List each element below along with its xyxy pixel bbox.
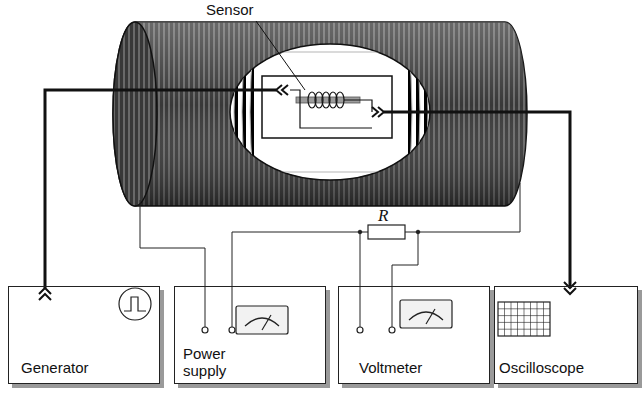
instrument-box: Power supply	[174, 286, 326, 384]
sensor-probe	[344, 100, 372, 112]
solenoid-coil	[113, 22, 527, 206]
instrument-icons	[202, 327, 208, 333]
instrument-icons	[426, 309, 435, 324]
instrument-icons	[124, 297, 146, 311]
instrument-icons	[409, 312, 443, 320]
power-wires	[405, 183, 520, 232]
instrument-icons	[498, 302, 550, 336]
signal-cables	[45, 90, 276, 288]
callout-label: Sensor	[206, 2, 254, 17]
resistor-symbol	[368, 225, 405, 239]
instrument-icons	[229, 327, 235, 333]
box-shadows	[8, 286, 160, 384]
resistor-label: R	[378, 207, 388, 224]
instrument-box: Voltmeter	[338, 286, 490, 384]
instrument-icons	[498, 302, 550, 336]
instrument-icons	[119, 288, 550, 336]
resistor-symbol	[368, 225, 405, 239]
power-wires	[360, 232, 361, 327]
signal-cables	[384, 112, 570, 288]
power-wires	[140, 183, 520, 327]
solenoid-coil	[113, 22, 527, 206]
signal-cables	[276, 85, 288, 95]
sensor-probe	[290, 90, 372, 128]
signal-cables	[39, 288, 51, 300]
instrument-icons	[389, 327, 395, 333]
sensor-leader	[256, 21, 305, 90]
sensor-leader	[256, 21, 305, 90]
instrument-icons	[236, 306, 288, 334]
box-shadows	[8, 286, 642, 388]
box-shadows	[174, 286, 326, 384]
sensor-probe	[290, 90, 372, 128]
sensor-probe	[336, 92, 344, 108]
instrument-label: Power supply	[183, 345, 239, 380]
box-shadows	[338, 286, 490, 384]
signal-cables	[564, 282, 576, 294]
power-wires	[140, 200, 205, 327]
coil-cutout	[240, 172, 420, 173]
instrument-icons	[262, 315, 271, 330]
box-shadows	[494, 286, 638, 384]
signal-cables	[39, 85, 576, 300]
instrument-box: Generator	[8, 286, 160, 384]
sensor-probe	[262, 76, 392, 138]
coil-cutout	[240, 52, 420, 53]
instrument-icons	[400, 300, 452, 328]
instrument-box: Oscilloscope	[494, 286, 638, 384]
coil-cutout	[242, 40, 246, 184]
coil-cutout	[234, 40, 238, 184]
instrument-label: Oscilloscope	[499, 359, 584, 376]
signal-cables	[372, 107, 384, 117]
solenoid-coil	[113, 22, 157, 206]
sensor-probe	[262, 76, 392, 138]
solenoid-coil	[113, 22, 527, 206]
power-wires	[358, 230, 362, 234]
power-wires	[416, 230, 420, 234]
instrument-icons	[119, 288, 151, 320]
instrument-icons	[245, 318, 279, 326]
instrument-label: Generator	[21, 359, 89, 376]
instrument-label: Voltmeter	[359, 359, 422, 376]
instrument-icons	[357, 327, 363, 333]
coil-cutout	[250, 40, 254, 184]
